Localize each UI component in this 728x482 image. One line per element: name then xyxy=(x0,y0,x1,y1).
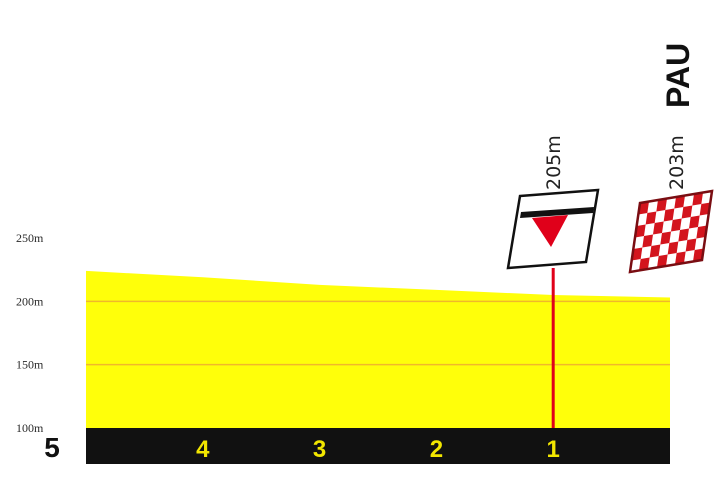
y-axis-ticks: 250m 200m 150m 100m xyxy=(16,231,44,435)
profile-area xyxy=(86,270,670,428)
km-marker-label: 4 xyxy=(196,436,210,463)
y-tick-label: 250m xyxy=(16,231,44,245)
km-marker-label: 5 xyxy=(44,432,60,463)
km-marker-label: 3 xyxy=(313,436,326,463)
km-marker-label: 2 xyxy=(430,436,443,463)
y-tick-label: 100m xyxy=(16,421,44,435)
finish-elevation-label: 203m xyxy=(666,135,688,190)
gridlines xyxy=(86,300,670,366)
km-markers: 5 4 3 2 1 xyxy=(44,432,560,463)
km-marker-label: 1 xyxy=(547,436,560,463)
y-tick-label: 200m xyxy=(16,294,44,308)
finish-city-label: PAU xyxy=(660,43,696,108)
red-triangle-banner-icon xyxy=(506,188,600,270)
flamme-rouge-elevation-label: 205m xyxy=(543,135,565,190)
checkered-flag-icon xyxy=(628,189,714,274)
km-axis-bar xyxy=(86,428,670,464)
y-tick-label: 150m xyxy=(16,358,44,372)
